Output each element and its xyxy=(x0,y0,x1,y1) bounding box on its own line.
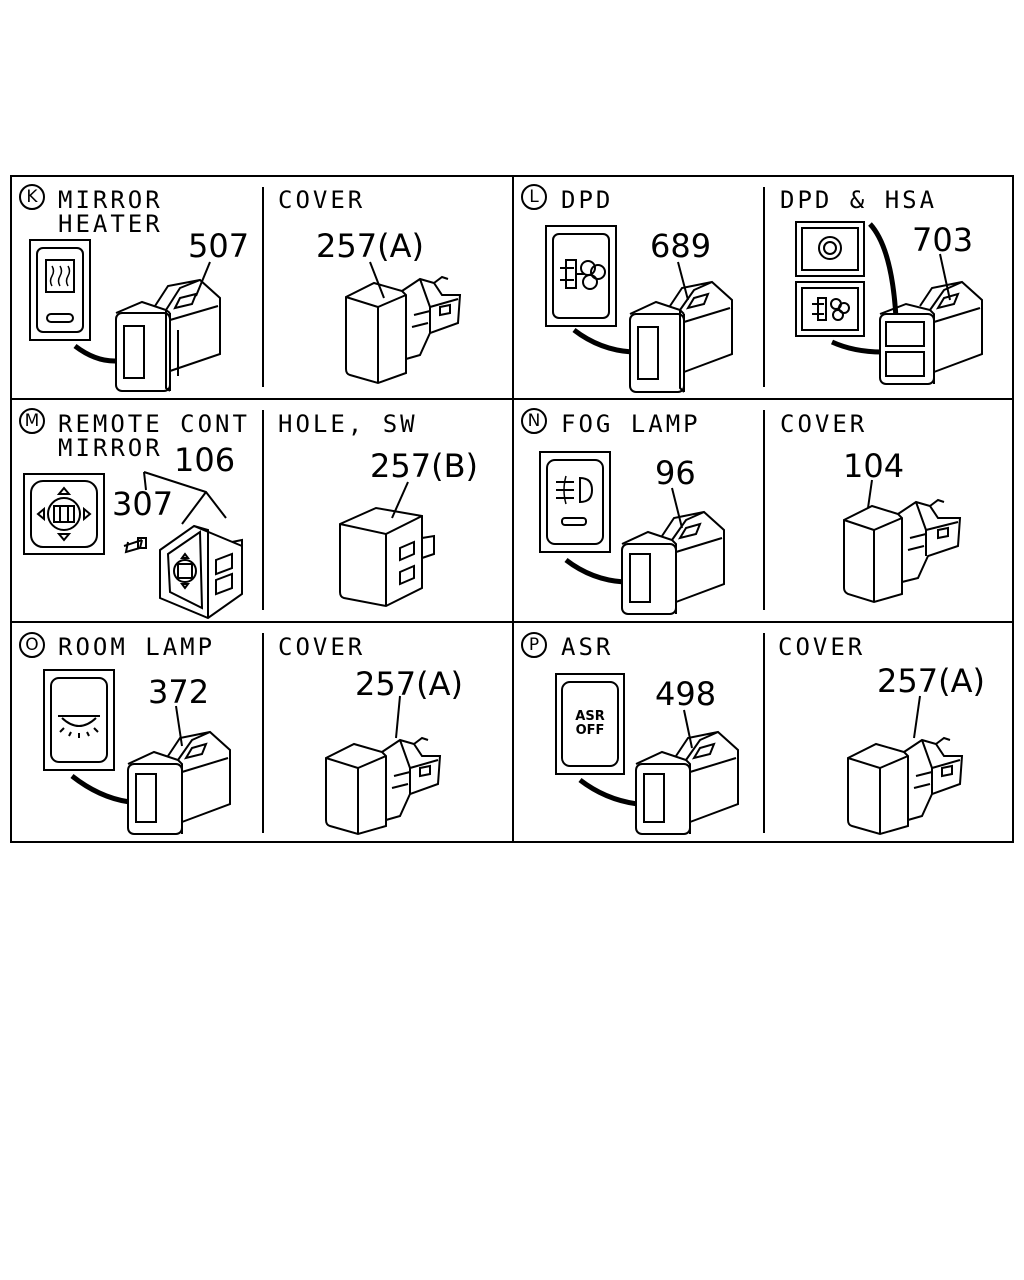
parts-diagram-frame xyxy=(10,175,1014,843)
cover-title: COVER xyxy=(278,633,366,661)
panel-subdivider xyxy=(262,633,264,833)
dpd-hsa-switch-figure xyxy=(795,221,983,385)
panel-subdivider xyxy=(763,633,765,833)
panel-subdivider xyxy=(262,410,264,610)
fog-lamp-switch-figure xyxy=(539,451,725,615)
cover-title: COVER xyxy=(278,186,366,214)
dpd-switch-figure xyxy=(545,225,733,393)
asr-switch-figure: ASR OFF xyxy=(555,673,739,835)
panel-letter-badge: L xyxy=(521,184,547,210)
panel-letter-badge: M xyxy=(19,408,45,434)
remote-mirror-switch-figure xyxy=(23,471,243,620)
panel-letter-badge: N xyxy=(521,408,547,434)
cover-part-number: 257(A) xyxy=(316,227,424,265)
part-number: 507 xyxy=(188,227,250,265)
leader-lines xyxy=(175,253,951,749)
extra-part-number: 307 xyxy=(112,485,174,523)
leader-257a-k xyxy=(369,261,385,299)
column-divider xyxy=(512,177,514,841)
panel-title-line-1: MIRROR xyxy=(58,186,163,214)
leader-507 xyxy=(195,261,211,297)
part-number: 498 xyxy=(655,675,717,713)
part-number: 372 xyxy=(148,673,210,711)
fog-lamp-symbol-bezel xyxy=(539,451,611,553)
asr-symbol-bezel xyxy=(555,673,625,775)
room-lamp-symbol-bezel xyxy=(43,669,115,771)
hole-sw-part-number: 257(B) xyxy=(370,447,478,485)
cover-part-number: 104 xyxy=(843,447,905,485)
leader-257a-p xyxy=(913,695,921,739)
hole-sw-title: HOLE, SW xyxy=(278,410,418,438)
panel-title-line-1: FOG LAMP xyxy=(561,410,701,438)
dpd-symbol-bezel xyxy=(795,281,865,337)
asr-symbol-text-2: OFF xyxy=(576,723,605,738)
leader-257a-o xyxy=(395,695,401,739)
part-number: 96 xyxy=(655,454,696,492)
dpd-hsa-part-number: 703 xyxy=(912,221,974,259)
panel-subdivider xyxy=(262,187,264,387)
cover-title: COVER xyxy=(780,410,868,438)
dpd-symbol-bezel xyxy=(545,225,617,327)
cover-257a-figure xyxy=(345,275,462,385)
panel-subdivider xyxy=(763,187,765,387)
panel-letter-badge: P xyxy=(521,632,547,658)
part-number: 689 xyxy=(650,227,712,265)
panel-letter-badge: K xyxy=(19,184,45,210)
room-lamp-switch-figure xyxy=(43,669,231,835)
panel-title-line-1: ROOM LAMP xyxy=(58,633,216,661)
panel-title-line-1: ASR xyxy=(561,633,614,661)
panel-title-line-1: DPD xyxy=(561,186,614,214)
panel-title-line-1: REMOTE CONT xyxy=(58,410,250,438)
asr-symbol-text-1: ASR xyxy=(575,709,604,724)
leader-689 xyxy=(677,261,689,301)
cover-257a-figure xyxy=(325,736,442,836)
leader-498 xyxy=(683,709,693,749)
hsa-symbol-bezel xyxy=(795,221,865,277)
panel-title-line-2: MIRROR xyxy=(58,434,163,462)
leader-104 xyxy=(867,479,873,509)
panel-letter-badge: O xyxy=(19,632,45,658)
leader-703 xyxy=(939,253,951,301)
mirror-symbol-bezel xyxy=(23,473,105,555)
leader-96 xyxy=(671,487,683,529)
leader-257b xyxy=(391,481,409,519)
heater-symbol-bezel xyxy=(29,239,91,341)
cover-104-figure xyxy=(843,498,962,604)
cover-part-number: 257(A) xyxy=(877,662,985,700)
cover-part-number: 257(A) xyxy=(355,665,463,703)
panel-title-line-2: HEATER xyxy=(58,210,163,238)
mirror-heater-switch-figure xyxy=(29,239,221,392)
part-number: 106 xyxy=(174,441,236,479)
cover-257a-figure xyxy=(847,736,964,836)
hole-sw-257b-figure xyxy=(339,506,435,608)
cover-title: COVER xyxy=(778,633,866,661)
leader-372 xyxy=(175,705,183,747)
dpd-hsa-title: DPD & HSA xyxy=(780,186,938,214)
panel-subdivider xyxy=(763,410,765,610)
